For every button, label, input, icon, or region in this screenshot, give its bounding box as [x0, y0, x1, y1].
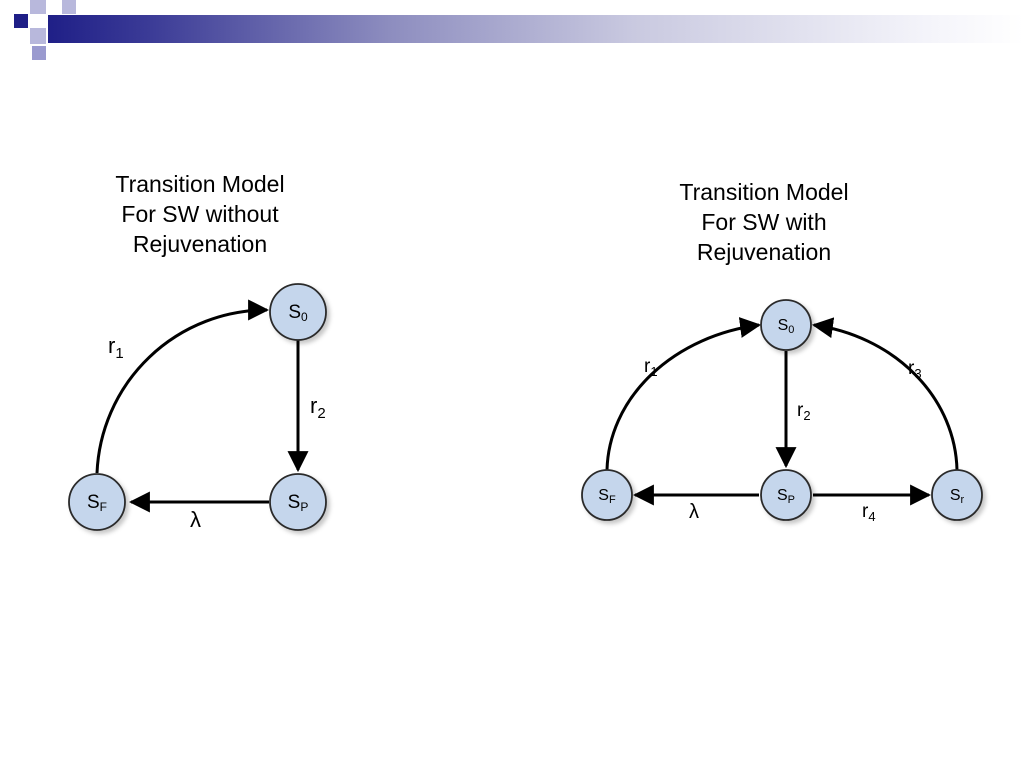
left-node-s0-sub: 0 — [301, 310, 308, 324]
left-diagram: S0 SP SF r1 r2 λ — [68, 283, 327, 532]
left-node-sf: SF — [68, 473, 126, 531]
right-node-s0-main: S — [778, 317, 789, 334]
right-node-sp-main: S — [777, 487, 788, 504]
svg-text:Sr: Sr — [950, 487, 965, 506]
header-square-mid — [32, 46, 46, 60]
right-node-sf-sub: F — [609, 494, 616, 506]
left-node-sp: SP — [269, 473, 327, 531]
right-node-s0-sub: 0 — [788, 324, 794, 336]
right-edge-r2-label: r2 — [797, 400, 811, 423]
left-edge-r1-arrow — [95, 299, 270, 474]
right-diagram-title: Transition Model For SW with Rejuvenatio… — [654, 177, 874, 267]
right-edge-lambda-label: λ — [689, 501, 699, 523]
right-node-sr-main: S — [950, 487, 961, 504]
left-node-sp-main: S — [288, 492, 301, 513]
left-node-sf-main: S — [87, 492, 100, 513]
header-gradient-bar — [48, 15, 1024, 43]
header-square-light — [30, 28, 46, 44]
left-node-s0: S0 — [269, 283, 327, 341]
svg-text:SP: SP — [777, 487, 795, 506]
right-node-sf-main: S — [598, 487, 609, 504]
right-edge-r3-label: r3 — [908, 358, 922, 381]
left-node-sp-sub: P — [300, 500, 308, 514]
right-edge-r1-arrow — [605, 317, 762, 471]
header-square-light — [62, 0, 76, 14]
left-edge-lambda-label: λ — [190, 507, 201, 532]
right-node-sr: Sr — [931, 469, 983, 521]
right-diagram: S0 SP SF Sr r1 r3 r2 — [581, 299, 983, 524]
svg-text:SF: SF — [87, 492, 107, 514]
right-edge-r1-label: r1 — [644, 356, 658, 379]
right-node-s0: S0 — [760, 299, 812, 351]
left-node-sf-sub: F — [100, 500, 107, 514]
svg-text:S0: S0 — [778, 317, 795, 336]
left-title-line-3: Rejuvenation — [132, 231, 268, 257]
svg-text:S0: S0 — [288, 302, 308, 324]
right-node-sr-sub: r — [961, 494, 965, 506]
right-title-line-2: For SW with — [701, 209, 827, 235]
right-title-line-3: Rejuvenation — [696, 239, 832, 265]
right-node-sf: SF — [581, 469, 633, 521]
left-title-line-1: Transition Model — [115, 171, 285, 197]
right-edge-r4-label: r4 — [862, 501, 876, 524]
right-node-sp: SP — [760, 469, 812, 521]
right-edge-r3-arrow — [811, 317, 959, 471]
header-square-light — [30, 0, 46, 14]
left-diagram-title: Transition Model For SW without Rejuvena… — [90, 169, 310, 259]
left-title-line-2: For SW without — [121, 201, 279, 227]
svg-text:SF: SF — [598, 487, 616, 506]
header-square-dark — [14, 14, 28, 28]
right-title-line-1: Transition Model — [679, 179, 849, 205]
left-node-s0-main: S — [288, 302, 301, 323]
svg-text:SP: SP — [288, 492, 309, 514]
right-node-sp-sub: P — [788, 494, 795, 506]
left-edge-r1-label: r1 — [108, 333, 124, 362]
left-edge-r2-label: r2 — [310, 393, 326, 422]
